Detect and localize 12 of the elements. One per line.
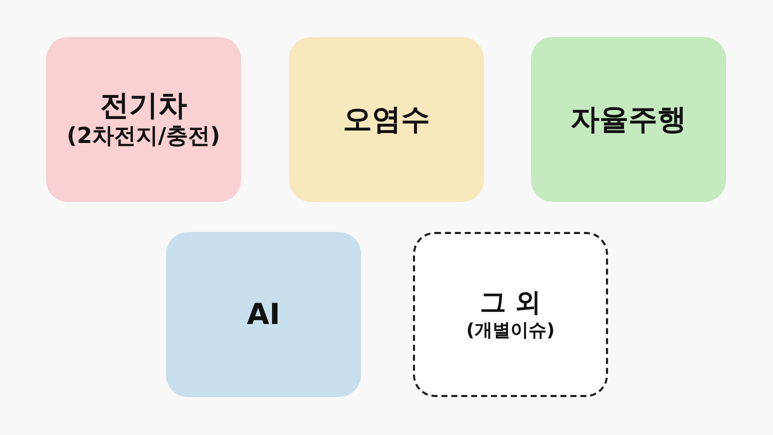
topic-card <box>166 232 361 397</box>
card-title: 자율주행 <box>570 101 686 138</box>
card-subtitle: (2차전지/충전) <box>66 123 220 152</box>
card-title: AI <box>246 296 280 333</box>
topic-card <box>531 37 726 202</box>
card-title: 전기차 <box>100 87 187 124</box>
topic-card <box>413 232 608 397</box>
card-subtitle: (개별이슈) <box>466 319 555 342</box>
card-title: 그 외 <box>480 286 542 320</box>
card-title: 오염수 <box>343 101 430 138</box>
topic-card <box>46 37 241 202</box>
topic-card <box>289 37 484 202</box>
